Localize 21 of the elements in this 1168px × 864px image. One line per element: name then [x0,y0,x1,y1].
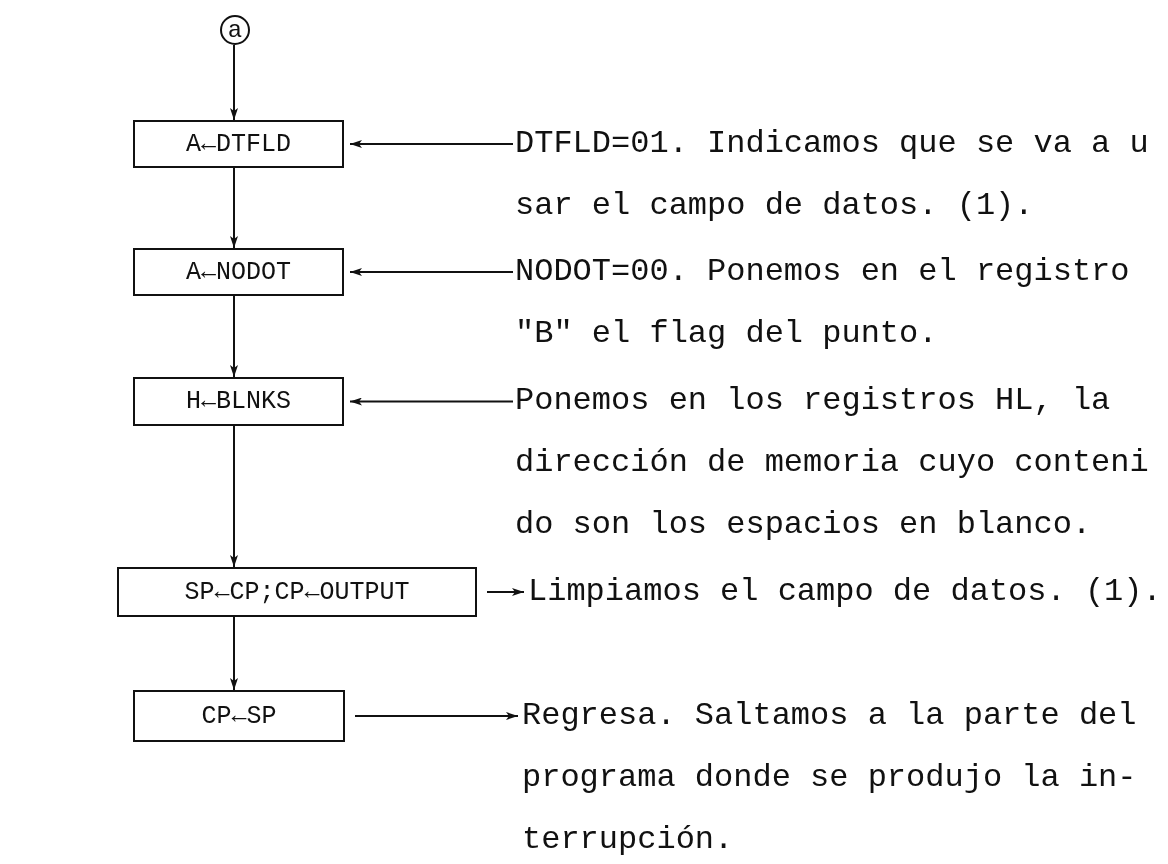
arrow [230,425,238,568]
connector-circle: a [220,15,250,45]
note-text: Regresa. Saltamos a la parte del programa donde se produjo la in- terrupción. [522,685,1166,864]
process-box: H←BLNKS [133,377,344,426]
note-text: Ponemos en los registros HL, la dirección de memoria cuyo conteni do son los espacios en blanco. [515,370,1165,556]
arrow [230,167,238,249]
process-box: CP←SP [133,690,345,742]
arrow [230,44,238,121]
arrow [230,295,238,378]
process-box: A←DTFLD [133,120,344,168]
arrow [354,712,519,720]
note-text: NODOT=00. Ponemos en el registro "B" el flag del punto. [515,241,1165,365]
note-text: DTFLD=01. Indicamos que se va a u sar el campo de datos. (1). [515,113,1165,237]
arrow [349,268,514,276]
note-text: Limpiamos el campo de datos. (1). [528,561,1166,623]
arrow [349,140,514,148]
arrow [349,397,514,406]
process-box: A←NODOT [133,248,344,296]
process-box: SP←CP;CP←OUTPUT [117,567,477,617]
arrow [230,616,238,691]
arrow [486,588,525,596]
